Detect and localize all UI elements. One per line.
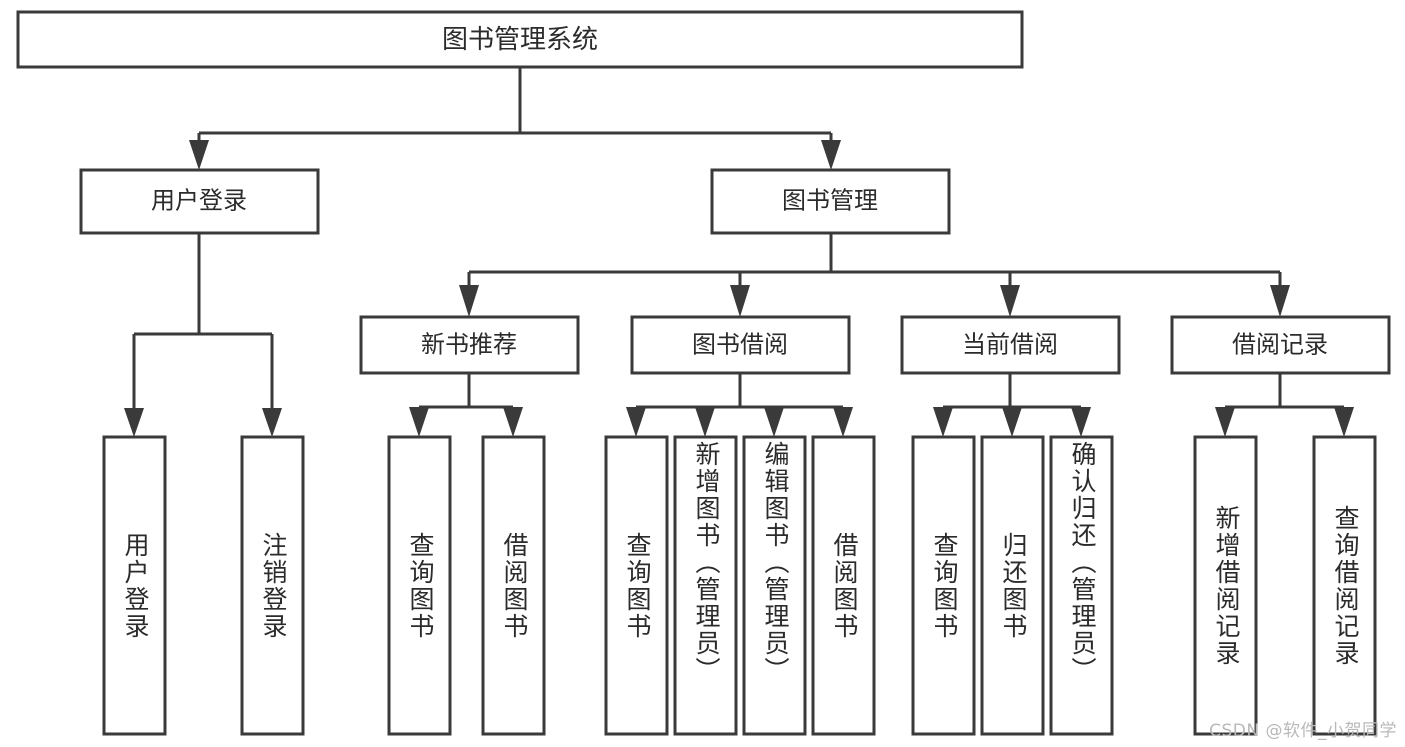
leaf-box-confirm-return-admin[interactable] [1049, 435, 1114, 736]
node-new-book-recommend-label: 新书推荐 [421, 331, 517, 358]
node-book-manage-box[interactable] [710, 168, 951, 235]
leaf-box-query-book-2[interactable] [604, 435, 669, 736]
node-borrow-record-label: 借阅记录 [1232, 331, 1328, 358]
leaf-box-borrow-book-1[interactable] [481, 435, 546, 736]
node-book-manage-label: 图书管理 [782, 187, 878, 214]
arrow-head-to-book-manage [821, 140, 841, 170]
watermark: CSDN @软件_小贺同学 [1209, 721, 1397, 741]
arrow-head-to-new-book-rec [459, 285, 479, 317]
connector-borrow-record-to-leaves [1215, 373, 1354, 437]
connector-new-book-rec-to-leaves [409, 373, 523, 437]
arrow-head-to-book-borrow [730, 285, 750, 317]
node-borrow-record-box[interactable] [1170, 315, 1391, 375]
connector-current-borrow-to-leaves [933, 373, 1091, 437]
leaf-box-query-book-3[interactable] [911, 435, 976, 736]
node-new-book-recommend-box[interactable] [359, 315, 580, 375]
node-book-borrow-label: 图书借阅 [692, 331, 788, 358]
arrow-head-to-borrow-record [1270, 285, 1290, 317]
arrow-head-leaf-3 [409, 407, 429, 437]
arrow-head-leaf-2 [262, 408, 282, 437]
arrow-head-leaf-1 [124, 408, 144, 437]
node-user-login-label: 用户登录 [151, 187, 247, 214]
leaf-nodes-group [102, 435, 1377, 736]
node-user-login-box[interactable] [79, 168, 320, 235]
node-book-borrow[interactable]: 图书借阅 [630, 315, 851, 375]
node-new-book-recommend[interactable]: 新书推荐 [359, 315, 580, 375]
arrow-head-leaf-4 [503, 407, 523, 437]
arrow-head-leaf-12 [1215, 407, 1235, 437]
node-current-borrow[interactable]: 当前借阅 [900, 315, 1121, 375]
leaf-box-add-book-admin[interactable] [673, 435, 738, 736]
connector-user-login-to-leaves [124, 233, 282, 437]
arrow-head-leaf-9 [933, 407, 953, 437]
connector-root-to-level2 [189, 67, 841, 170]
leaf-box-logout[interactable] [240, 435, 305, 736]
connector-book-borrow-to-leaves [626, 373, 853, 437]
node-root-label: 图书管理系统 [442, 24, 598, 54]
arrow-head-leaf-8 [833, 407, 853, 437]
node-book-borrow-box[interactable] [630, 315, 851, 375]
node-root[interactable]: 图书管理系统 [16, 10, 1024, 69]
leaf-box-user-login[interactable] [102, 435, 167, 736]
leaf-box-edit-book-admin[interactable] [742, 435, 807, 736]
node-borrow-record[interactable]: 借阅记录 [1170, 315, 1391, 375]
arrow-head-to-current-borrow [1000, 285, 1020, 317]
arrow-head-leaf-5 [626, 407, 646, 437]
node-root-box[interactable] [16, 10, 1024, 69]
arrow-head-leaf-7 [764, 407, 784, 437]
leaf-box-query-borrow-record[interactable] [1312, 435, 1377, 736]
arrow-head-leaf-13 [1334, 407, 1354, 437]
node-current-borrow-label: 当前借阅 [962, 331, 1058, 358]
node-user-login[interactable]: 用户登录 [79, 168, 320, 235]
arrow-head-leaf-6 [695, 407, 715, 437]
leaf-box-add-borrow-record[interactable] [1193, 435, 1258, 736]
connector-book-manage-to-level3 [459, 233, 1290, 317]
node-current-borrow-box[interactable] [900, 315, 1121, 375]
leaf-box-query-book-1[interactable] [387, 435, 452, 736]
node-book-manage[interactable]: 图书管理 [710, 168, 951, 235]
leaf-box-borrow-book-2[interactable] [811, 435, 876, 736]
arrow-head-leaf-11 [1071, 407, 1091, 437]
leaf-box-return-book[interactable] [980, 435, 1045, 736]
arrow-head-leaf-10 [1002, 407, 1022, 437]
arrow-head-to-user-login [189, 140, 209, 170]
